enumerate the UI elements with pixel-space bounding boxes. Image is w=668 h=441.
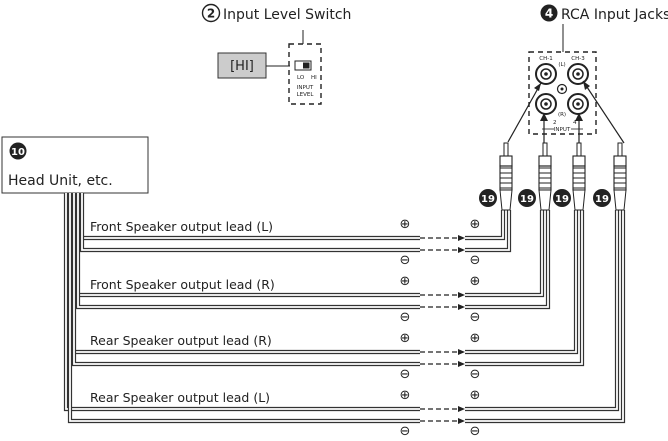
plug-to-jack-arrows [507, 80, 625, 156]
jack-ch3-label: CH-3 [571, 56, 585, 62]
rca-jack-ch2-icon [535, 93, 557, 115]
minus-mark-icon: ⊖ [470, 424, 481, 439]
plus-mark-icon: ⊕ [470, 274, 481, 289]
lead-wire-minus-right [465, 210, 512, 253]
plug-callout: 19 [593, 189, 611, 207]
lead-wire-minus-left [75, 193, 420, 310]
ground-screw-icon [556, 83, 568, 95]
slide-switch-knob [303, 62, 310, 69]
jack-r-label: (R) [558, 112, 566, 118]
rca-jack-ch1-icon [535, 63, 557, 85]
lead-wire-minus-left [67, 193, 420, 424]
rca-jack-ch3-icon [567, 63, 589, 85]
callout-filled-circle-icon [479, 189, 497, 207]
jack-panel-outline [528, 51, 597, 135]
rca-jack-ch4-icon [567, 93, 589, 115]
rca-plug-icon [613, 142, 627, 211]
switch-caption-line1: INPUT [297, 85, 314, 91]
arrow-icon [458, 235, 465, 241]
callout-filled-circle-icon [518, 189, 536, 207]
minus-mark-icon: ⊖ [400, 253, 411, 268]
switch-setting-box [217, 52, 267, 79]
lead-wire-plus-left [67, 193, 420, 355]
rca-input-jacks-label: RCA Input Jacks [561, 7, 668, 23]
rca-input-jacks-callout: 4 RCA Input Jacks [540, 4, 668, 23]
head-unit-label: Head Unit, etc. [8, 173, 113, 189]
lead-label-rear-l: Rear Speaker output lead (L) [90, 390, 270, 405]
callout-filled-circle-icon [9, 142, 27, 160]
arrow-icon [458, 292, 465, 298]
arrow-icon [458, 349, 465, 355]
plug-callout: 19 [553, 189, 571, 207]
jack-ch4-label: 4 [573, 120, 577, 126]
lead-wire-minus-right [465, 210, 626, 424]
plus-mark-icon: ⊕ [470, 331, 481, 346]
callout-filled-circle-icon [593, 189, 611, 207]
plug-callout-number: 19 [481, 194, 495, 205]
minus-mark-icon: ⊖ [400, 424, 411, 439]
callout-filled-circle-icon [540, 4, 558, 22]
jack-input-label: INPUT [554, 127, 571, 133]
minus-mark-icon: ⊖ [470, 310, 481, 325]
head-unit-box [1, 136, 149, 194]
minus-mark-icon: ⊖ [400, 367, 411, 382]
lead-labels: Front Speaker output lead (L) Front Spea… [90, 219, 275, 405]
switch-panel-outline [288, 43, 322, 105]
plus-mark-icon: ⊕ [400, 217, 411, 232]
lead-wire-plus-left [63, 193, 420, 412]
lead-label-front-l: Front Speaker output lead (L) [90, 219, 273, 234]
jack-ch1-label: CH-1 [539, 56, 552, 62]
rca-plugs: 19 19 19 19 [479, 142, 627, 211]
switch-caption-line2: LEVEL [297, 92, 315, 98]
jack-l-label: (L) [558, 62, 565, 68]
plus-mark-icon: ⊕ [400, 331, 411, 346]
plus-mark-icon: ⊕ [470, 388, 481, 403]
input-level-switch-label: Input Level Switch [223, 7, 351, 23]
minus-mark-icon: ⊖ [470, 367, 481, 382]
switch-hi-label: HI [311, 75, 317, 81]
minus-mark-icon: ⊖ [470, 253, 481, 268]
head-unit-callout-number: 10 [11, 147, 25, 158]
arrow-icon [458, 247, 465, 253]
lead-label-rear-r: Rear Speaker output lead (R) [90, 333, 272, 348]
lead-wire-plus-right [465, 210, 545, 298]
lead-label-front-r: Front Speaker output lead (R) [90, 277, 275, 292]
plug-callout: 19 [518, 189, 536, 207]
rca-plug-icon [499, 142, 513, 211]
lead-wire-minus-left [71, 193, 420, 367]
arrow-icon [458, 304, 465, 310]
lead-wire-plus-right [465, 210, 620, 412]
input-level-switch-callout: 2 Input Level Switch [201, 3, 351, 23]
plus-mark-icon: ⊕ [400, 274, 411, 289]
callout-circle-icon [201, 3, 221, 23]
lead-wire-minus-right [465, 210, 551, 310]
lead-wire-plus-right [465, 210, 506, 241]
polarity-marks: ⊕ ⊕ ⊖ ⊖ ⊕ ⊕ ⊖ ⊖ ⊕ ⊕ ⊖ ⊖ ⊕ ⊕ ⊖ ⊖ [400, 217, 481, 439]
jack-ch2-label: 2 [553, 120, 557, 126]
switch-lo-label: LO [297, 75, 305, 81]
plug-callout-number: 19 [555, 194, 569, 205]
switch-setting-label: [HI] [230, 59, 254, 74]
plus-mark-icon: ⊕ [470, 217, 481, 232]
speaker-lead-wires [63, 193, 626, 424]
rca-plug-icon [572, 142, 586, 211]
minus-mark-icon: ⊖ [400, 310, 411, 325]
callout-number: 4 [545, 7, 553, 21]
lead-wire-minus-left [79, 193, 420, 253]
plug-callout-number: 19 [595, 194, 609, 205]
arrow-icon [458, 361, 465, 367]
callout-number: 2 [207, 7, 215, 21]
plug-callout: 19 [479, 189, 497, 207]
lead-wire-plus-right [465, 210, 579, 355]
plus-mark-icon: ⊕ [400, 388, 411, 403]
rca-plug-icon [538, 142, 552, 211]
plug-callout-number: 19 [520, 194, 534, 205]
arrow-icon [458, 406, 465, 412]
lead-wire-minus-right [465, 210, 585, 367]
arrow-icon [458, 418, 465, 424]
callout-filled-circle-icon [553, 189, 571, 207]
